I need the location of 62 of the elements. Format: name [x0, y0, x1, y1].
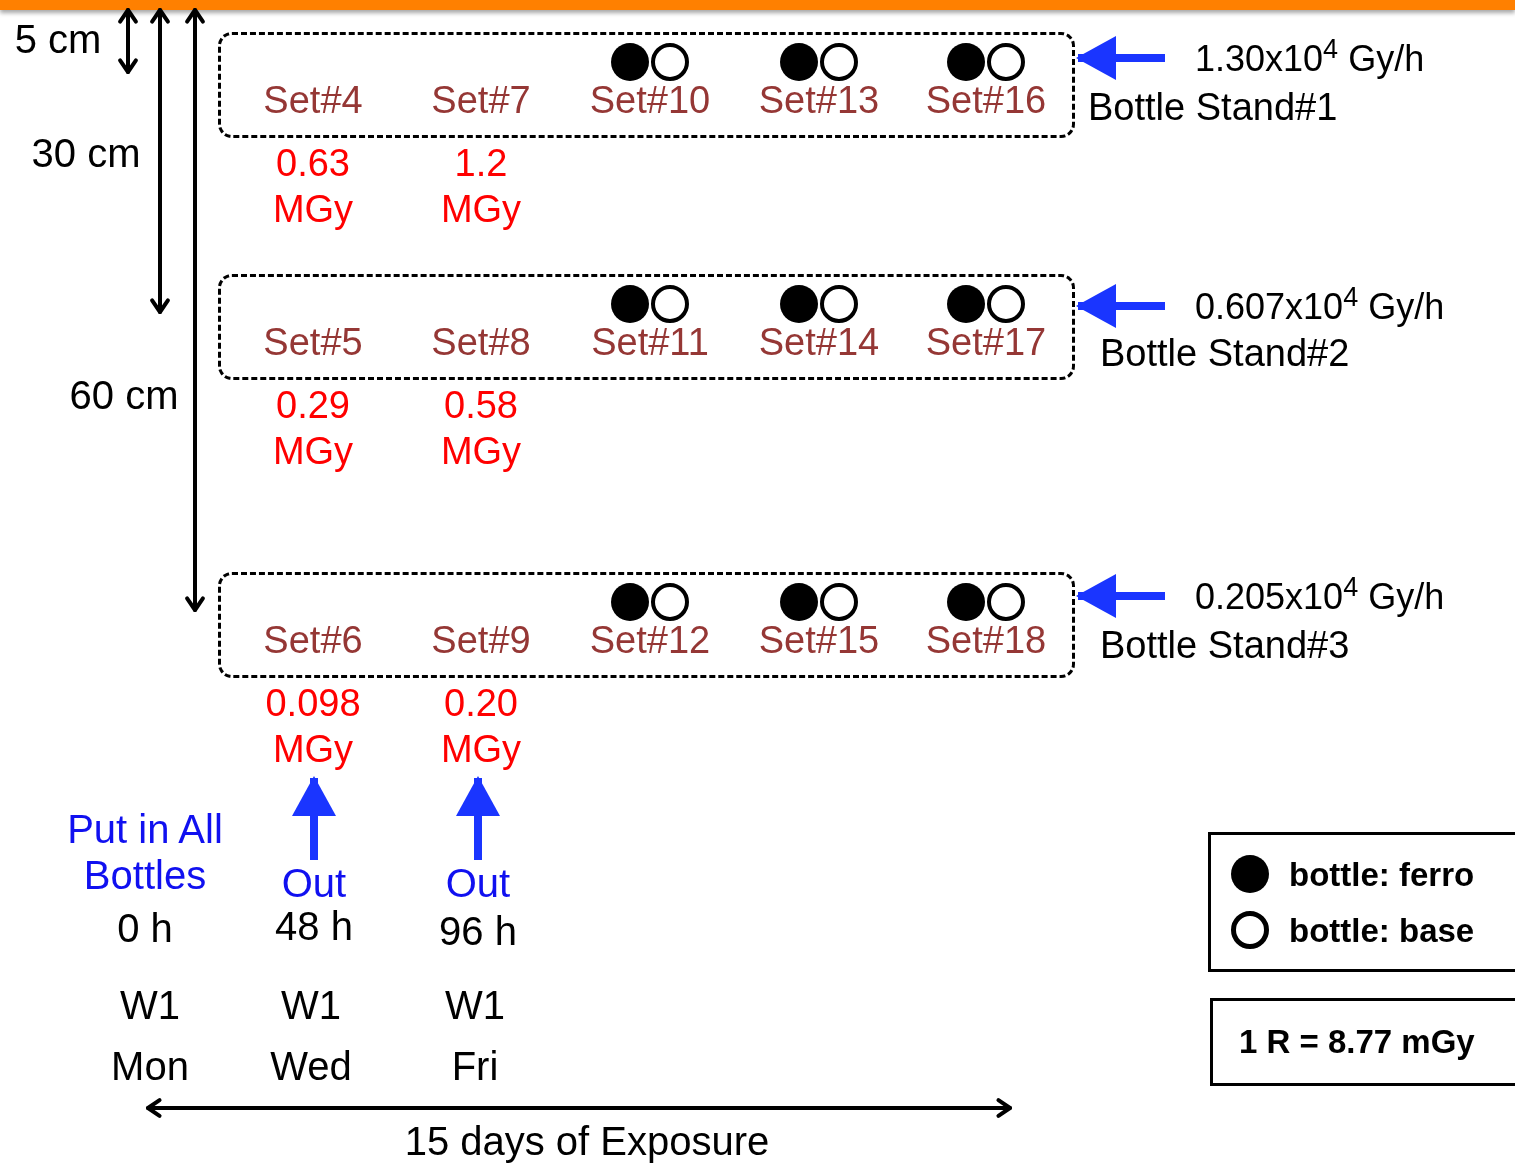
dose-value: 0.098 MGy — [264, 681, 362, 772]
annotation-label: W1 — [444, 982, 506, 1028]
set-label: Set#9 — [431, 621, 531, 663]
event-label: Out — [433, 858, 523, 908]
annotation-label: 30 cm — [30, 130, 142, 176]
dose-value: 1.2 MGy — [439, 141, 523, 232]
set-label: Set#15 — [758, 621, 880, 663]
dose-value: 0.20 MGy — [439, 681, 523, 772]
hollow-bottle-marker — [987, 583, 1025, 621]
set-label: Set#5 — [263, 323, 363, 365]
solid-bottle-marker — [947, 43, 985, 81]
set-label: Set#4 — [263, 81, 363, 123]
solid-bottle-marker — [611, 583, 649, 621]
stand-label: Bottle Stand#3 — [1100, 624, 1350, 668]
legend-label: bottle: base — [1289, 913, 1475, 947]
solid-bottle-marker — [780, 43, 818, 81]
hollow-bottle-marker — [987, 43, 1025, 81]
stand-label: Bottle Stand#2 — [1100, 332, 1350, 376]
dose-value: 0.58 MGy — [439, 383, 523, 474]
solid-bottle-marker — [947, 285, 985, 323]
stand-label: Bottle Stand#1 — [1088, 86, 1338, 130]
annotation-label: 60 cm — [68, 372, 180, 418]
set-label: Set#18 — [925, 621, 1047, 663]
set-label: Set#10 — [589, 81, 711, 123]
dose-rate-label: 0.205x10$^{4}$ Gy/h — [1165, 574, 1510, 620]
annotation-label: Fri — [450, 1043, 500, 1089]
annotation-label: 5 cm — [13, 16, 103, 62]
solid-bottle-marker — [611, 285, 649, 323]
hollow-bottle-marker — [820, 285, 858, 323]
annotation-label: 15 days of Exposure — [403, 1118, 771, 1164]
annotation-label: Wed — [269, 1043, 353, 1089]
hollow-bottle-marker — [820, 583, 858, 621]
dose-value: 0.63 MGy — [271, 141, 355, 232]
set-label: Set#8 — [431, 323, 531, 365]
hollow-bottle-marker — [820, 43, 858, 81]
set-label: Set#12 — [589, 621, 711, 663]
solid-bottle-marker — [947, 583, 985, 621]
set-label: Set#14 — [758, 323, 880, 365]
set-label: Set#7 — [431, 81, 531, 123]
annotation-label: W1 — [119, 982, 181, 1028]
hollow-bottle-marker — [987, 285, 1025, 323]
hollow-bottle-marker — [651, 285, 689, 323]
dose-value: 0.29 MGy — [271, 383, 355, 474]
annotation-label: 0 h — [116, 905, 174, 951]
annotation-label: W1 — [280, 982, 342, 1028]
dose-rate-label: 1.30x10$^{4}$ Gy/h — [1165, 36, 1510, 82]
annotation-label: 96 h — [438, 908, 518, 954]
conversion-note: 1 R = 8.77 mGy — [1210, 998, 1515, 1086]
set-label: Set#6 — [263, 621, 363, 663]
set-label: Set#13 — [758, 81, 880, 123]
set-label: Set#11 — [591, 323, 709, 365]
dose-rate-label: 0.607x10$^{4}$ Gy/h — [1165, 284, 1510, 330]
legend-label: bottle: ferro — [1289, 857, 1475, 891]
hollow-bottle-marker — [651, 583, 689, 621]
solid-bottle-marker — [780, 583, 818, 621]
solid-bottle-marker — [611, 43, 649, 81]
set-label: Set#17 — [925, 323, 1047, 365]
hollow-bottle-marker — [651, 43, 689, 81]
set-label: Set#16 — [925, 81, 1047, 123]
solid-bottle-marker — [780, 285, 818, 323]
annotation-label: Put in All Bottles — [66, 806, 224, 898]
annotation-label: Mon — [110, 1043, 190, 1089]
